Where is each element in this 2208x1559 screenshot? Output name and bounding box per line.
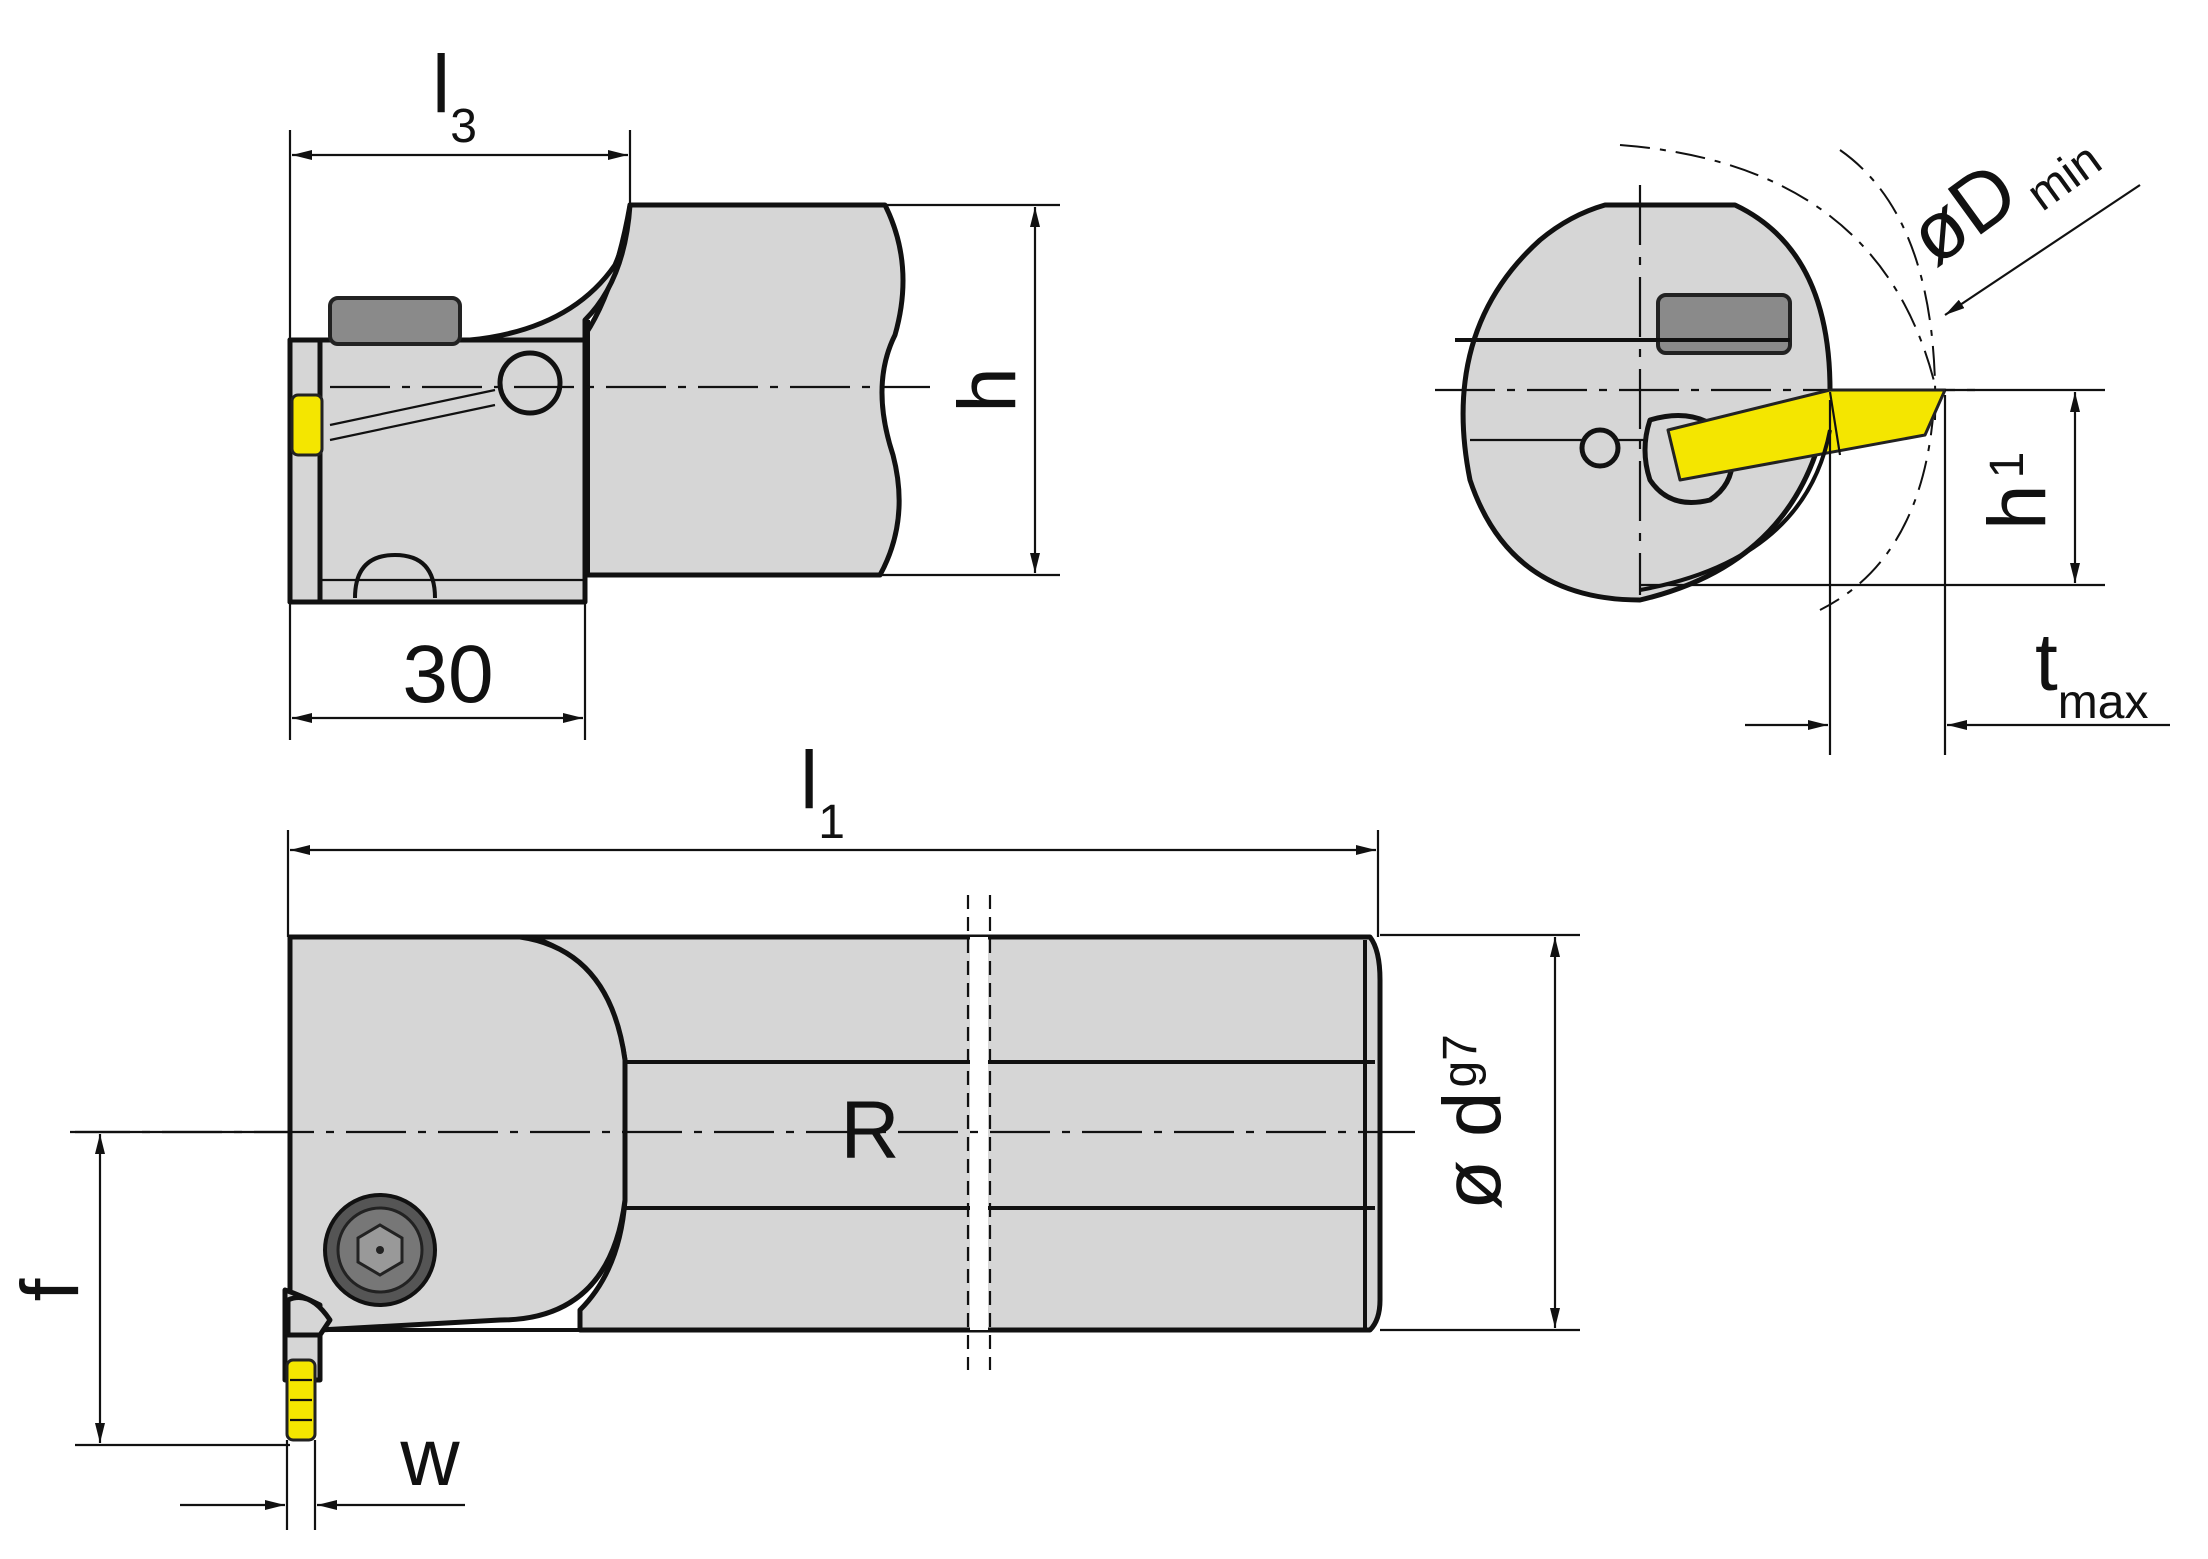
end-view-lower-arc [1639,429,1832,592]
side-view: l1 R ø dg7 f w [5,735,1580,1530]
top-view-insert [290,393,324,457]
side-view-screw-center [376,1246,384,1254]
top-view-shank [582,202,906,578]
label-dmin: øDmin [1892,93,2111,291]
label-30: 30 [402,629,493,720]
end-view-clamp [1656,293,1792,355]
side-view-break-gap [970,937,988,1330]
end-view: øDmin h1 tmax [1435,93,2170,755]
top-view-front-face [287,337,323,605]
end-view-outer-arc [1839,149,1937,421]
label-h: h [942,367,1033,413]
end-view-coolant-hole [1579,427,1621,469]
label-r: R [840,1085,899,1176]
label-l1: l1 [800,735,845,849]
end-view-dmin-arc [1619,144,1937,611]
label-w: w [399,1412,460,1503]
top-view-clamp [328,296,462,346]
end-view-insert [1666,388,1947,482]
label-h1: h1 [1972,452,2063,530]
dmin-leader [1944,184,2141,316]
label-l3: l3 [432,39,477,153]
label-f: f [5,1278,96,1301]
end-view-insert-edge [1828,391,1842,456]
top-view: l3 h 30 [287,39,1060,740]
top-view-coolant-channel [329,388,496,442]
label-tmax: tmax [2035,617,2148,729]
side-view-insert-seat [285,1295,333,1338]
top-view-coolant-hole [497,350,563,416]
top-view-relief [353,552,437,599]
label-dg7: ø dg7 [1427,1034,1518,1210]
